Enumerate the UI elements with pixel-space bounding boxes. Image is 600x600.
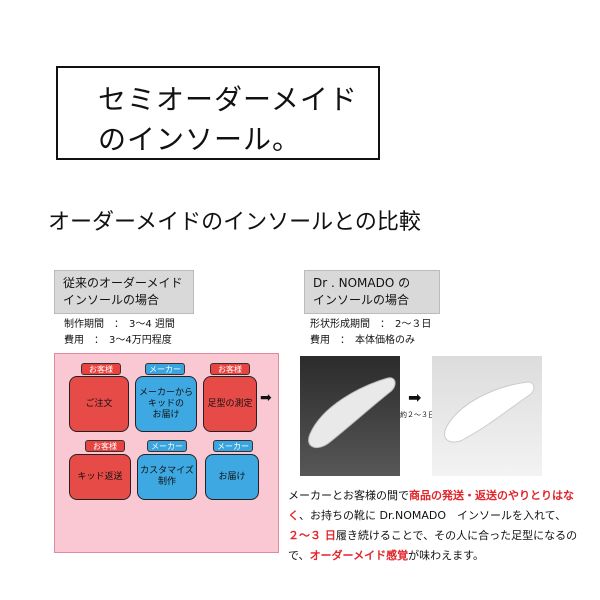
flow-tag-maker-2: メーカー: [147, 440, 187, 452]
flow-tag-customer-3: お客様: [85, 440, 125, 452]
description: メーカーとお客様の間で商品の発送・返送のやりとりはなく、お持ちの靴に Dr.NO…: [288, 486, 588, 566]
title-line-1: セミオーダーメイド: [98, 83, 358, 116]
desc-text-2: 、お持ちの靴に Dr.NOMADO インソールを入れて、: [299, 509, 567, 522]
flow-tag-maker: メーカー: [145, 363, 185, 375]
desc-highlight-1: 商品の発送・返送のやりとりはなく: [288, 489, 574, 522]
nomado-label: Dr . NOMADO の インソールの場合: [304, 270, 440, 314]
conventional-cost: 費用 ： 3〜4万円程度: [64, 335, 172, 346]
nomado-label-line2: インソールの場合: [313, 293, 410, 307]
title-box: セミオーダーメイド のインソール。: [56, 66, 380, 160]
arrow-caption: 約２〜３日: [400, 411, 435, 419]
title-line-2: のインソール。: [98, 123, 302, 156]
insole-before-photo: [300, 356, 400, 476]
arrow-right-icon: ➡: [260, 390, 272, 406]
conventional-label-line2: インソールの場合: [63, 293, 160, 307]
flow-step-order: ご注文: [69, 376, 129, 432]
conventional-label: 従来のオーダーメイド インソールの場合: [54, 270, 194, 314]
desc-highlight-2: ２〜３ 日: [288, 529, 336, 542]
conventional-info: 制作期間 ： 3〜4 週間 費用 ： 3〜4万円程度: [64, 317, 175, 349]
insole-after-photo: [432, 356, 542, 476]
conventional-period: 制作期間 ： 3〜4 週間: [64, 319, 175, 330]
nomado-cost: 費用 ： 本体価格のみ: [310, 335, 415, 346]
flow-step-measure: 足型の測定: [203, 376, 257, 432]
flow-step-kit-delivery: メーカーから キッドの お届け: [135, 376, 197, 432]
desc-highlight-3: オーダーメイド感覚: [309, 549, 409, 562]
desc-text-1: メーカーとお客様の間で: [288, 489, 409, 502]
flow-step-delivery: お届け: [205, 454, 259, 500]
nomado-period: 形状形成期間 ： 2〜３日: [310, 319, 432, 330]
flow-tag-maker-3: メーカー: [213, 440, 253, 452]
insole-shaped-icon: [444, 381, 535, 443]
desc-text-3: 履き続けることで、その人に合った足型になるので、: [288, 529, 578, 562]
flow-step-customize: カスタマイズ 制作: [137, 454, 197, 500]
insole-flat-icon: [308, 377, 396, 449]
arrow-right-icon-2: ➡: [408, 388, 422, 407]
desc-text-4: が味わえます。: [408, 549, 485, 562]
nomado-info: 形状形成期間 ： 2〜３日 費用 ： 本体価格のみ: [310, 317, 431, 349]
order-flow-diagram: お客様 ご注文 メーカー メーカーから キッドの お届け お客様 足型の測定 ➡…: [54, 353, 279, 553]
flow-tag-customer-2: お客様: [210, 363, 250, 375]
comparison-heading: オーダーメイドのインソールとの比較: [48, 210, 421, 235]
conventional-label-line1: 従来のオーダーメイド: [63, 276, 183, 290]
nomado-label-line1: Dr . NOMADO の: [313, 276, 411, 290]
flow-tag-customer: お客様: [81, 363, 121, 375]
flow-step-kit-return: キッド返送: [69, 454, 131, 500]
